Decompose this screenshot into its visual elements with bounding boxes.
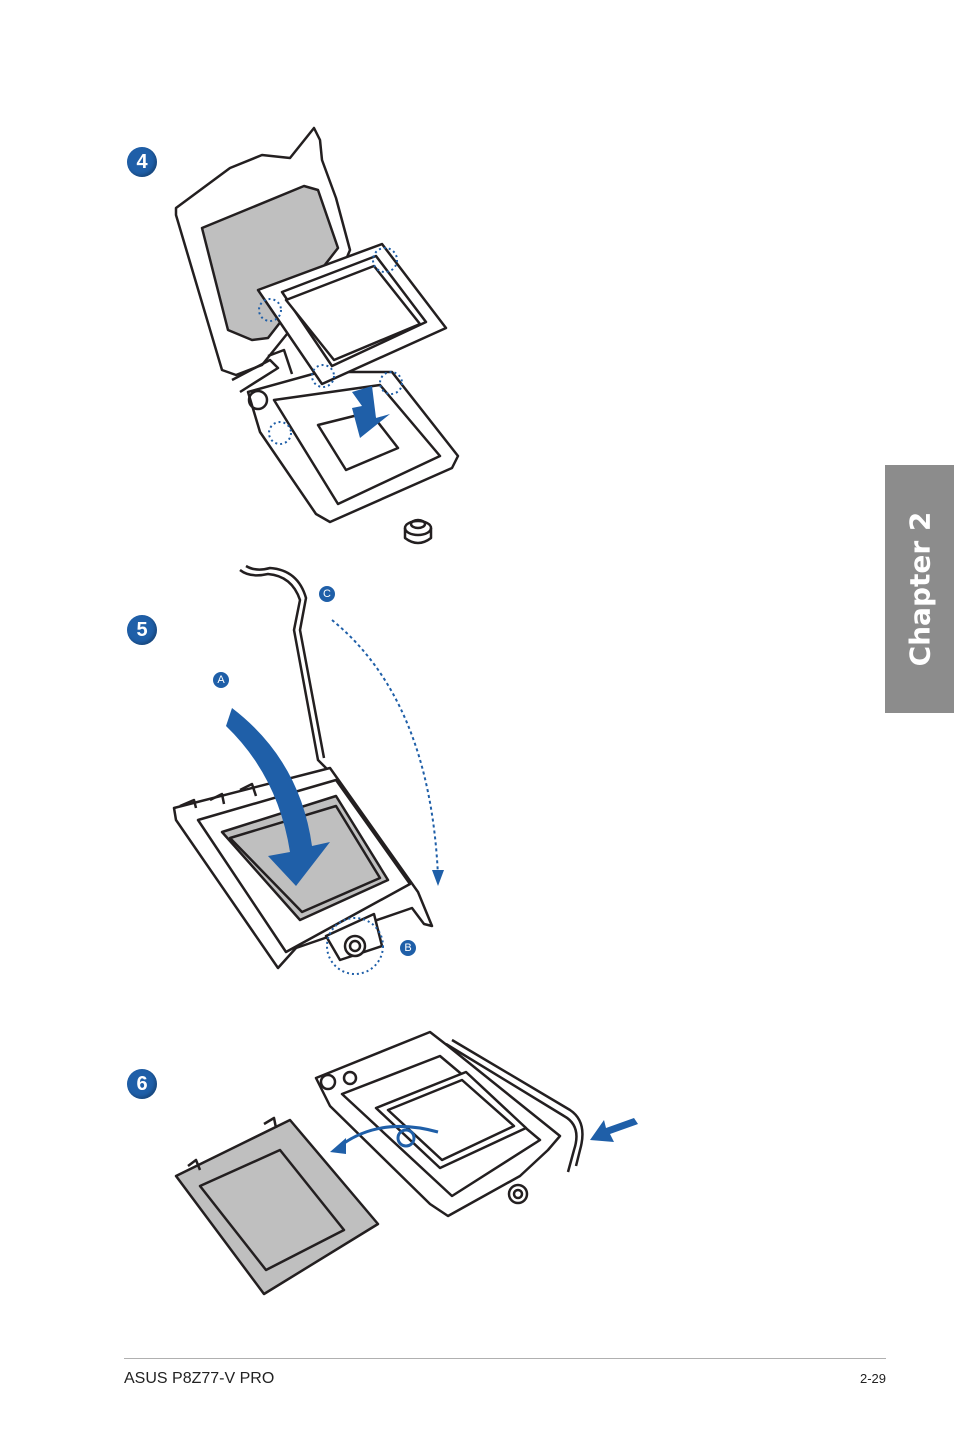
step-4-illustration-cpu-install [0, 120, 500, 550]
step-6-illustration-remove-pnp-cap [0, 1020, 650, 1310]
chapter-tab: Chapter 2 [885, 465, 954, 713]
footer-page-number: 2-29 [860, 1371, 886, 1386]
step-5-illustration-close-load-plate [0, 560, 500, 990]
chapter-tab-label: Chapter 2 [903, 512, 936, 667]
footer-product-name: ASUS P8Z77-V PRO [124, 1370, 274, 1388]
footer-divider [124, 1358, 886, 1359]
